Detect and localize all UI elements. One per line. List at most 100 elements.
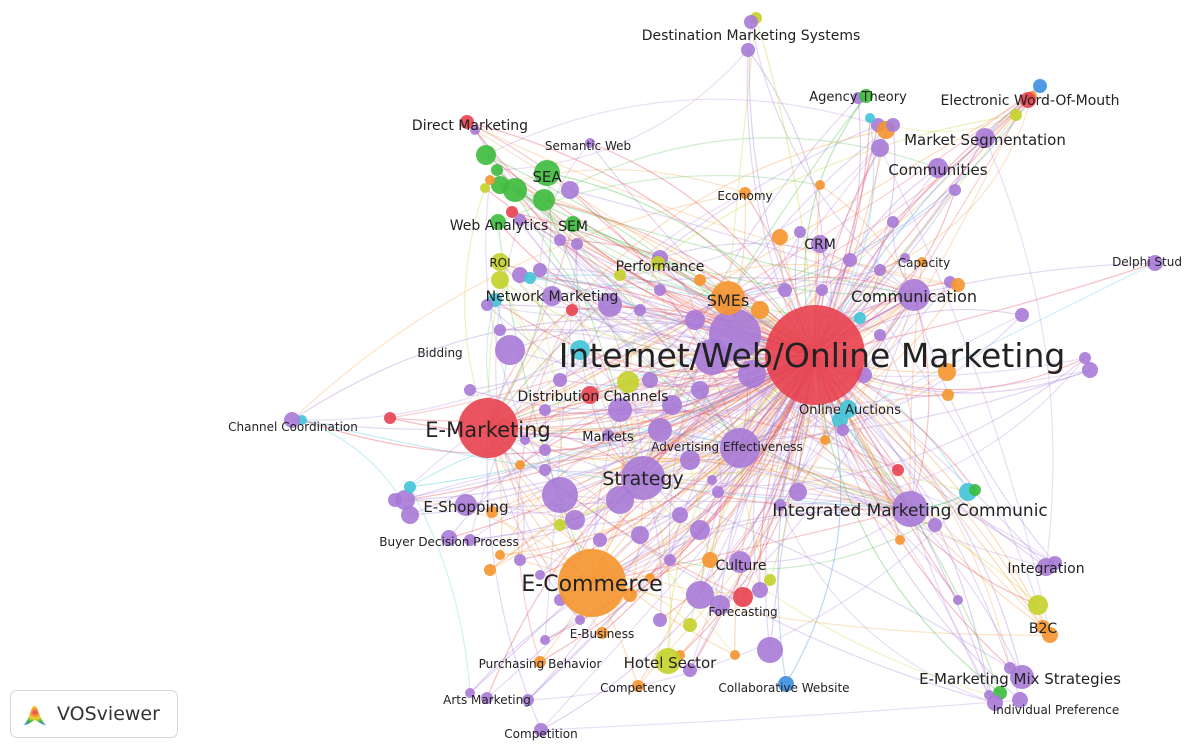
network-node[interactable] [655, 648, 681, 674]
node-label[interactable]: CRM [804, 237, 836, 253]
network-node-minor[interactable] [581, 386, 599, 404]
network-node[interactable] [565, 216, 581, 232]
network-node-minor[interactable] [608, 398, 632, 422]
node-label[interactable]: SEM [558, 219, 588, 235]
network-node-minor[interactable] [690, 520, 710, 540]
network-node[interactable] [558, 549, 626, 617]
network-node-minor[interactable] [865, 113, 875, 123]
node-label[interactable]: Communities [888, 161, 987, 179]
network-node[interactable] [917, 257, 927, 267]
network-node[interactable] [491, 253, 509, 271]
node-label[interactable]: Buyer Decision Process [379, 535, 519, 549]
node-label[interactable]: Electronic Word-Of-Mouth [941, 93, 1120, 109]
network-node-minor[interactable] [515, 460, 525, 470]
network-node[interactable] [1010, 665, 1034, 689]
network-node[interactable] [534, 656, 546, 668]
node-label[interactable]: Advertising Effectiveness [651, 440, 803, 454]
node-label[interactable]: Strategy [602, 468, 683, 490]
node-label[interactable]: E-Marketing [425, 418, 551, 442]
node-label[interactable]: Individual Preference [993, 703, 1120, 717]
node-label[interactable]: Arts Marketing [443, 693, 531, 707]
network-node-minor[interactable] [491, 271, 509, 289]
network-node-minor[interactable] [593, 533, 607, 547]
network-node-minor[interactable] [645, 573, 655, 583]
network-node-minor[interactable] [1015, 308, 1029, 322]
node-label[interactable]: Agency Theory [809, 90, 907, 105]
node-label[interactable]: Delphi Stud [1112, 255, 1182, 269]
network-node-minor[interactable] [694, 274, 706, 286]
node-label[interactable]: Network Marketing [486, 289, 619, 305]
network-node-minor[interactable] [495, 550, 505, 560]
network-node[interactable] [458, 398, 518, 458]
network-node-minor[interactable] [642, 372, 658, 388]
network-node[interactable] [1036, 620, 1050, 634]
network-node-minor[interactable] [741, 43, 755, 57]
network-node-minor[interactable] [820, 435, 830, 445]
node-label[interactable]: Semantic Web [545, 139, 631, 153]
network-node-minor[interactable] [524, 272, 536, 284]
network-node-minor[interactable] [553, 373, 567, 387]
network-node-minor[interactable] [654, 284, 666, 296]
network-node[interactable] [481, 692, 493, 704]
network-node-minor[interactable] [554, 519, 566, 531]
network-node-minor[interactable] [694, 339, 730, 375]
network-node-minor[interactable] [751, 301, 769, 319]
network-node-minor[interactable] [892, 464, 904, 476]
network-node-minor[interactable] [730, 650, 740, 660]
network-node-minor[interactable] [491, 164, 503, 176]
network-node[interactable] [651, 256, 665, 270]
network-node-minor[interactable] [542, 477, 578, 513]
network-node[interactable] [778, 676, 794, 692]
network-node-minor[interactable] [623, 588, 637, 602]
node-label[interactable]: Competency [600, 681, 676, 695]
node-label[interactable]: Bidding [417, 346, 462, 360]
network-node[interactable] [739, 187, 751, 199]
node-label[interactable]: Integration [1007, 561, 1084, 577]
network-node[interactable] [987, 695, 1003, 711]
network-node-minor[interactable] [778, 283, 792, 297]
network-node-minor[interactable] [506, 206, 518, 218]
network-node-minor[interactable] [854, 312, 866, 324]
network-node-minor[interactable] [843, 253, 857, 267]
network-node[interactable] [892, 491, 928, 527]
network-node[interactable] [617, 371, 639, 393]
network-node-minor[interactable] [395, 490, 415, 510]
network-node-minor[interactable] [565, 510, 585, 530]
node-label[interactable]: ROI [489, 256, 510, 270]
network-node-minor[interactable] [774, 499, 786, 511]
network-node-minor[interactable] [953, 595, 963, 605]
network-node-minor[interactable] [887, 216, 899, 228]
network-node[interactable] [585, 138, 595, 148]
network-node-minor[interactable] [938, 363, 956, 381]
network-node-minor[interactable] [772, 229, 788, 245]
node-label[interactable]: E-Commerce [521, 572, 662, 597]
network-node-minor[interactable] [712, 486, 724, 498]
network-node-minor[interactable] [942, 389, 954, 401]
network-node[interactable] [284, 412, 300, 428]
network-node[interactable] [455, 494, 477, 516]
node-label[interactable]: Market Segmentation [904, 131, 1066, 149]
network-node-minor[interactable] [691, 381, 709, 399]
network-node-minor[interactable] [874, 264, 886, 276]
network-node[interactable] [729, 551, 751, 573]
network-node[interactable] [1037, 558, 1055, 576]
network-node[interactable] [859, 89, 873, 103]
node-label[interactable]: Destination Marketing Systems [642, 28, 861, 44]
network-node[interactable] [490, 214, 506, 230]
network-node[interactable] [534, 723, 548, 737]
network-node-minor[interactable] [757, 637, 783, 663]
network-node-minor[interactable] [465, 688, 475, 698]
network-node-minor[interactable] [794, 226, 806, 238]
network-node[interactable] [441, 530, 457, 546]
network-node-minor[interactable] [494, 324, 506, 336]
network-node-minor[interactable] [614, 269, 626, 281]
network-node-minor[interactable] [752, 582, 768, 598]
network-node-minor[interactable] [491, 176, 509, 194]
network-node-minor[interactable] [664, 554, 676, 566]
node-label[interactable]: Web Analytics [450, 218, 549, 234]
network-node-minor[interactable] [680, 450, 700, 470]
network-node[interactable] [460, 115, 474, 129]
network-node[interactable] [596, 627, 608, 639]
network-node-minor[interactable] [710, 595, 730, 615]
